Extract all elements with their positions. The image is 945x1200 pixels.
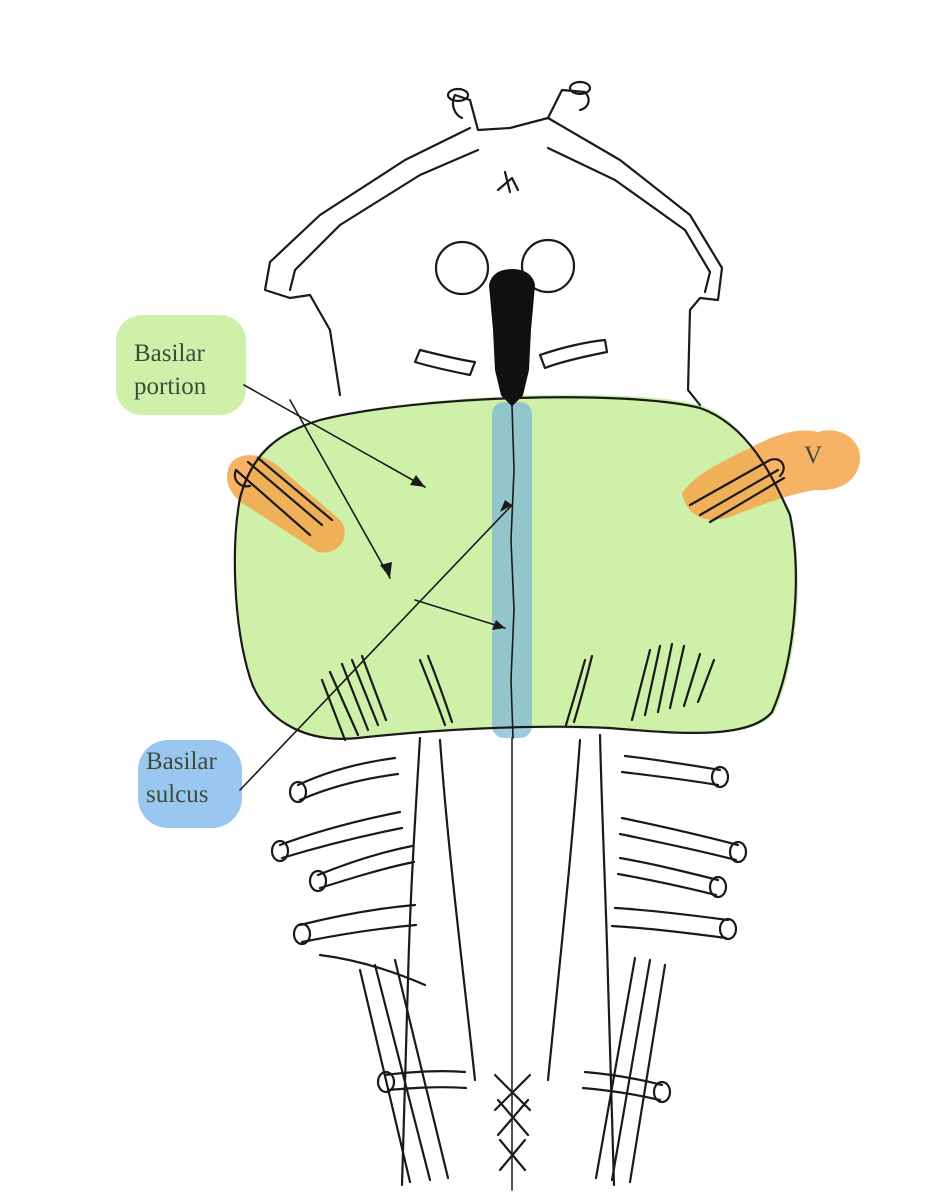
left-trigeminal-highlight [226, 455, 345, 553]
midbrain-outline [263, 116, 724, 407]
pyramid-left [438, 738, 477, 1082]
left-pontine-rootlets [320, 654, 388, 742]
left-optic-stump-icon [446, 87, 470, 103]
pons-outline [233, 396, 797, 740]
left-nerve-stump-2 [270, 839, 290, 863]
basilar-portion-label: Basilar portion [134, 338, 206, 403]
right-nerve-stump-4 [718, 917, 738, 941]
left-trigeminal-nerve [233, 456, 334, 537]
left-cranial-roots [278, 756, 468, 1184]
left-oculomotor-stub [413, 348, 477, 377]
basilar-sulcus-label-line2: sulcus [146, 780, 209, 808]
optic-chiasm [451, 88, 590, 132]
basilar-portion-pointer-2 [289, 399, 391, 579]
basilar-portion-pointer-1 [243, 384, 426, 488]
right-nerve-stump-5 [652, 1080, 672, 1104]
arrowheads [380, 475, 512, 630]
left-nerve-stump-4 [292, 922, 312, 946]
basilar-portion-label-line1: Basilar [134, 340, 205, 367]
inner-cap-line [288, 146, 712, 294]
pyramid-right [546, 738, 582, 1082]
right-pontine-rootlets [630, 642, 716, 722]
left-nerve-stump-5 [376, 1070, 396, 1094]
basilar-portion-label-bg [116, 315, 246, 415]
trigeminal-label: V [804, 442, 823, 469]
basilar-sulcus-label-line1: Basilar [146, 748, 217, 775]
left-abducens-root [418, 654, 454, 727]
right-trigeminal-nerve [688, 458, 786, 524]
arrowhead-3 [500, 500, 512, 512]
right-abducens-root [564, 654, 594, 727]
right-nerve-stump-3 [708, 875, 728, 899]
basilar-sulcus-label: Basilar sulcus [146, 746, 217, 811]
medulla-outline [400, 733, 616, 1187]
interpeduncular-fossa [488, 268, 536, 407]
right-oculomotor-stub [538, 338, 609, 370]
right-mammillary-body [520, 238, 576, 294]
basilar-sulcus-label-bg [138, 740, 242, 828]
tuber-mark [496, 170, 520, 194]
left-nerve-stump-1 [288, 780, 308, 804]
right-nerve-stump-2 [728, 840, 748, 864]
basilar-portion-label-line2: portion [134, 372, 207, 400]
right-optic-stump-icon [568, 80, 592, 96]
left-nerve-stump-3 [308, 869, 328, 893]
left-mammillary-body [434, 240, 490, 296]
arrowhead-1 [410, 475, 425, 487]
arrowhead-2 [380, 562, 392, 578]
highlights [116, 315, 861, 828]
right-cranial-roots [581, 754, 740, 1184]
line-art [233, 80, 797, 1191]
arrowhead-4 [492, 620, 505, 630]
basilar-sulcus-line [510, 404, 515, 739]
basilar-sulcus-pointer [239, 504, 513, 791]
right-nerve-stump-1 [710, 765, 730, 789]
